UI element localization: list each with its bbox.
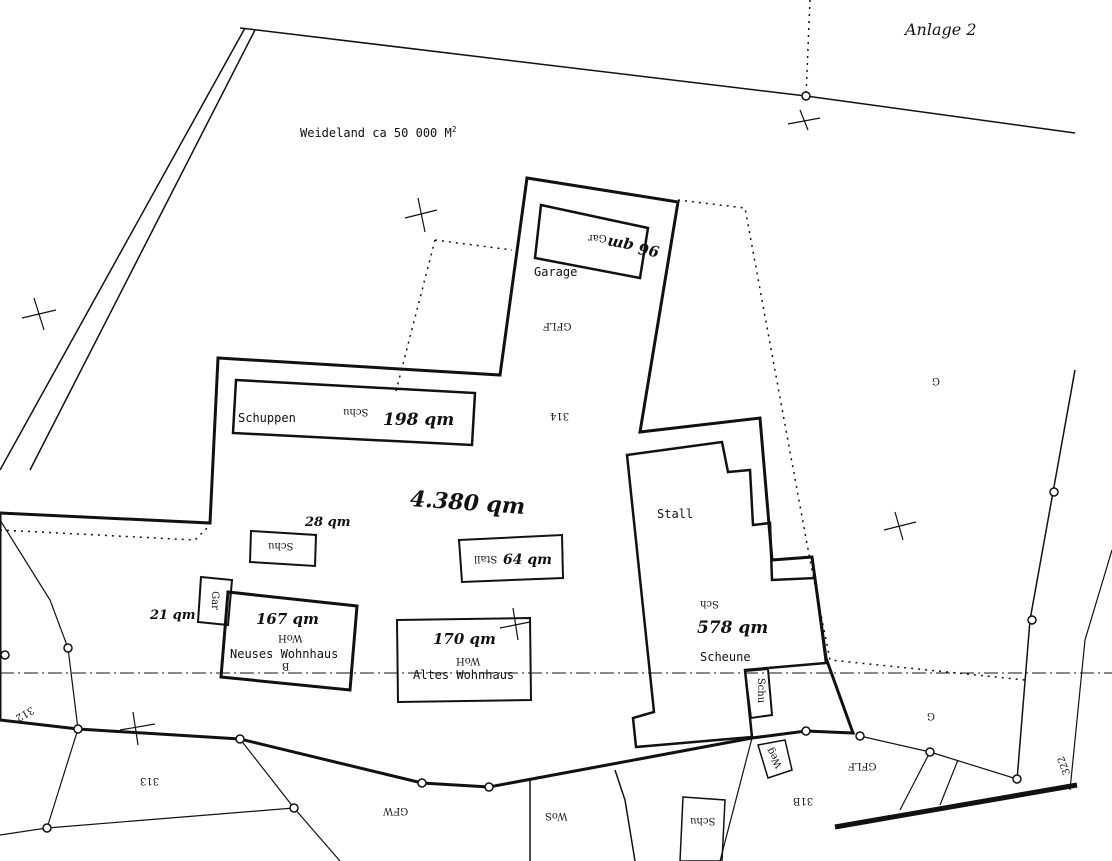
- survey-point: [801, 726, 811, 736]
- small-stable-area: 64 qm: [503, 552, 552, 568]
- east-boundary-2: [1069, 549, 1112, 791]
- small-shed-code: Schu: [268, 540, 294, 551]
- pasture-label: Weideland ca 50 000 M2: [300, 125, 457, 140]
- small-shed-building: [248, 529, 318, 568]
- survey-point: [855, 731, 865, 741]
- schu-small-code: Schu: [755, 677, 767, 704]
- stall-label: Stall: [657, 507, 694, 521]
- road-edge: [834, 782, 1078, 830]
- schuppen-building: [231, 378, 477, 447]
- parcel-line: [293, 807, 341, 861]
- west-boundary-inner: [29, 29, 256, 471]
- survey-cross: [21, 109, 917, 746]
- garage-building: [533, 203, 650, 280]
- scheune-code: Sch: [700, 598, 719, 609]
- garage-label: Garage: [534, 265, 578, 279]
- survey-point: [289, 803, 299, 813]
- pasture-text: Weideland ca 50 000 M: [300, 126, 452, 140]
- survey-points: [0, 91, 1059, 833]
- parcel-code: G: [932, 375, 940, 386]
- dotted-boundary: [677, 199, 1026, 681]
- neues-wohnhaus-area: 167 qm: [256, 610, 319, 628]
- neues-wohnhaus-building: [219, 590, 359, 692]
- stall-scheune-building: [625, 440, 828, 749]
- dotted-boundary: [0, 524, 211, 541]
- small-shed-area: 28 qm: [305, 515, 351, 530]
- survey-point: [235, 734, 245, 744]
- survey-point: [801, 91, 811, 101]
- schuppen-label: Schuppen: [238, 411, 296, 425]
- schuppen-area: 198 qm: [383, 410, 455, 430]
- lower-building: [614, 769, 636, 861]
- survey-point: [1027, 615, 1037, 625]
- survey-point: [42, 823, 52, 833]
- parcel-code: Schu: [690, 815, 716, 826]
- survey-point: [484, 782, 494, 792]
- garage-small-building: [196, 575, 234, 627]
- parcel-line: [719, 737, 753, 861]
- parcel-line: [939, 759, 959, 806]
- parcel-code: WoS: [545, 810, 568, 821]
- survey-point: [0, 650, 10, 660]
- neues-wohnhaus-code: WoH: [278, 632, 303, 643]
- survey-point: [73, 724, 83, 734]
- survey-point: [1012, 774, 1022, 784]
- dotted-boundary: [434, 239, 513, 251]
- parcel-code: GFW: [383, 805, 409, 816]
- altes-wohnhaus-building: [395, 616, 533, 704]
- small-garage-area: 21 qm: [150, 608, 196, 623]
- parcel-code: 314: [550, 410, 570, 421]
- scheune-area: 578 qm: [697, 618, 769, 638]
- annex-label: Anlage 2: [905, 20, 977, 39]
- neues-wohnhaus-label: Neuses Wohnhaus: [230, 647, 339, 661]
- west-boundary: [0, 27, 246, 471]
- main-parcel-outline: [0, 176, 856, 789]
- survey-point: [63, 643, 73, 653]
- altes-wohnhaus-label: Altes Wohnhaus: [413, 668, 515, 682]
- dotted-boundary: [394, 239, 436, 396]
- survey-point: [417, 778, 427, 788]
- parcel-line: [0, 519, 79, 836]
- north-boundary: [239, 27, 1076, 134]
- lower-building: [679, 796, 726, 861]
- schuppen-code: Schu: [343, 406, 369, 417]
- garage-code: Gar: [588, 232, 607, 243]
- east-boundary: [1016, 369, 1076, 781]
- parcel-code: GFLF: [543, 320, 572, 331]
- altes-wohnhaus-area: 170 qm: [433, 630, 496, 648]
- parcel-line: [899, 751, 931, 811]
- small-stable-building: [457, 533, 565, 584]
- survey-point: [1049, 487, 1059, 497]
- parcel-code: G: [927, 710, 935, 721]
- altes-wohnhaus-code: WoH: [456, 655, 481, 666]
- parcel-code: 31B: [793, 795, 814, 806]
- small-stable-code: Stall: [474, 553, 498, 564]
- survey-point: [925, 747, 935, 757]
- scheune-label: Scheune: [700, 650, 751, 664]
- parcel-line: [859, 735, 1018, 780]
- schu-small-building: [743, 667, 774, 720]
- small-garage-code: Gar: [208, 591, 220, 610]
- dotted-boundary: [805, 0, 811, 97]
- weg-building: [757, 739, 793, 779]
- parcel-code: GFLF: [848, 760, 877, 771]
- parcel-line: [46, 738, 296, 829]
- neues-wohnhaus-extra: B: [282, 660, 290, 671]
- pasture-unit-sup: 2: [451, 125, 457, 134]
- parcel-code: 313: [140, 775, 160, 786]
